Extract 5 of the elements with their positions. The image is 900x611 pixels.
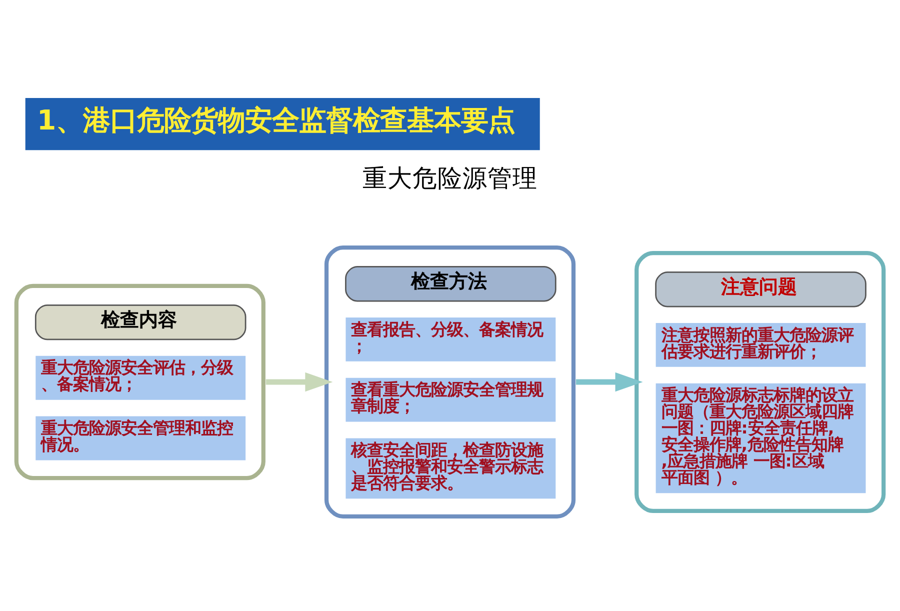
node-box: 检查方法 查看报告、分级、备案情况； 查看重大危险源安全管理规章制度； 核查安全间距，检查防设施、监控报警和安全警示标志是否符合要求。 bbox=[324, 245, 576, 519]
arrow bbox=[576, 372, 643, 392]
arrow bbox=[266, 372, 333, 392]
label: 重大危险源管理 bbox=[362, 163, 538, 192]
diagram-title: 1、港口危险货物安全监督检查基本要点 bbox=[37, 106, 516, 137]
